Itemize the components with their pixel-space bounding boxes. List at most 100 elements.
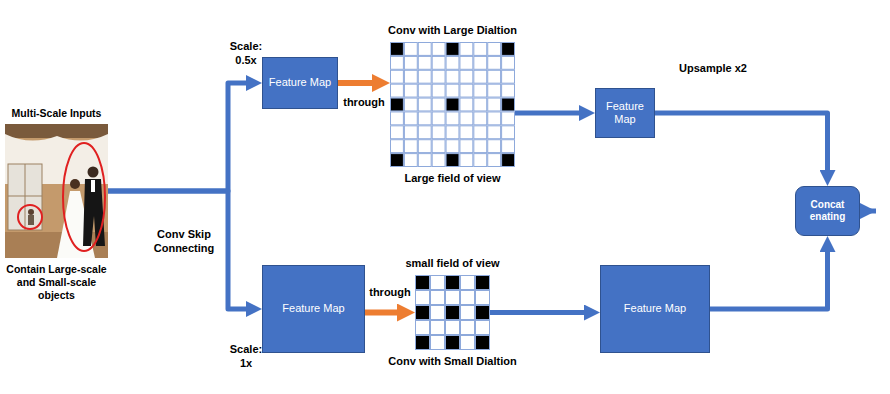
feature-map-box: Feature Map — [262, 57, 338, 109]
kernel-cell — [476, 321, 490, 335]
feature-map-box: Feature Map — [595, 88, 655, 138]
large-object-ring — [63, 143, 105, 251]
kernel-cell — [461, 336, 475, 350]
kernel-cell — [474, 140, 487, 153]
input-heading: Multi-Scale Inputs — [2, 107, 111, 120]
kernel-cell — [416, 321, 430, 335]
kernel-cell — [502, 70, 515, 83]
kernel-cell — [460, 84, 473, 97]
kernel-cell — [404, 140, 417, 153]
kernel-cell — [488, 56, 501, 69]
kernel-cell — [461, 306, 475, 320]
kernel-active-cell — [446, 306, 460, 320]
kernel-cell — [474, 154, 487, 167]
arrow-head — [252, 83, 262, 84]
kernel-cell — [418, 43, 431, 56]
small-dilation-kernel: small field of viewConv with Small Dialt… — [415, 275, 490, 350]
kernel-cell — [502, 126, 515, 139]
kernel-cell — [474, 126, 487, 139]
kernel-active-cell — [416, 306, 430, 320]
kernel-active-cell — [446, 98, 459, 111]
kernel-cell — [488, 98, 501, 111]
kernel-cell — [474, 84, 487, 97]
flow-connector — [108, 83, 252, 191]
kernel-cell — [446, 291, 460, 305]
kernel-cell — [432, 126, 445, 139]
kernel-cell — [404, 43, 417, 56]
kernel-cell — [461, 321, 475, 335]
kernel-cell — [391, 112, 404, 125]
box-text: Feature Map — [269, 76, 331, 89]
edge-label: through — [337, 96, 391, 108]
flow-connector — [710, 246, 828, 309]
kernel-active-cell — [476, 276, 490, 290]
kernel-cell — [460, 140, 473, 153]
kernel-cell — [446, 140, 459, 153]
photo-ceiling — [5, 124, 108, 138]
photo-window-frame — [8, 196, 42, 197]
arrow-head — [252, 309, 262, 310]
box-text: Concat enating — [800, 199, 855, 223]
kernel-active-cell — [502, 43, 515, 56]
kernel-cell — [416, 291, 430, 305]
kernel-cell — [404, 126, 417, 139]
kernel-cell — [488, 140, 501, 153]
kernel-cell — [488, 154, 501, 167]
kernel-cell — [432, 154, 445, 167]
kernel-active-cell — [502, 98, 515, 111]
kernel-heading: small field of view — [388, 257, 518, 271]
kernel-active-cell — [476, 306, 490, 320]
kernel-cell — [418, 98, 431, 111]
kernel-cell — [502, 84, 515, 97]
flow-connector — [108, 191, 252, 309]
kernel-cell — [460, 70, 473, 83]
arrow-head — [405, 312, 415, 313]
kernel-active-cell — [446, 154, 459, 167]
kernel-cell — [488, 126, 501, 139]
kernel-cell — [460, 56, 473, 69]
kernel-active-cell — [446, 336, 460, 350]
input-photo — [5, 124, 108, 258]
flow-connector — [338, 80, 380, 86]
kernel-cell — [474, 98, 487, 111]
kernel-cell — [488, 43, 501, 56]
input-image: Multi-Scale InputsContain Large-scale an… — [5, 124, 108, 258]
kernel-cell — [431, 291, 445, 305]
box-text: Feature Map — [600, 100, 650, 126]
kernel-cell — [488, 70, 501, 83]
kernel-cell — [432, 43, 445, 56]
kernel-cell — [432, 98, 445, 111]
kernel-active-cell — [391, 98, 404, 111]
skip-label: Conv Skip Connecting — [146, 228, 222, 256]
arrow-head — [827, 236, 828, 246]
kernel-cell — [404, 84, 417, 97]
kernel-active-cell — [502, 154, 515, 167]
kernel-cell — [404, 154, 417, 167]
kernel-cell — [432, 84, 445, 97]
kernel-cell — [476, 291, 490, 305]
kernel-cell — [418, 112, 431, 125]
kernel-cell — [502, 112, 515, 125]
large-dilation-kernel: Conv with Large DialtionLarge field of v… — [390, 42, 515, 167]
kernel-cell — [418, 154, 431, 167]
kernel-cell — [431, 276, 445, 290]
photo-ground — [5, 124, 108, 258]
kernel-cell — [461, 276, 475, 290]
flow-connector — [655, 113, 828, 176]
kernel-cell — [460, 112, 473, 125]
kernel-cell — [391, 70, 404, 83]
photo-groom-shirt — [91, 180, 95, 192]
kernel-cell — [461, 291, 475, 305]
kernel-cell — [460, 154, 473, 167]
kernel-active-cell — [446, 276, 460, 290]
scale-label: Scale: 0.5x — [226, 40, 266, 68]
kernel-cell — [432, 112, 445, 125]
kernel-cell — [488, 84, 501, 97]
photo-groom-head — [88, 167, 99, 178]
kernel-cell — [446, 321, 460, 335]
kernel-cell — [460, 98, 473, 111]
scale-label: Scale: 1x — [226, 343, 266, 371]
box-text: Feature Map — [282, 302, 344, 315]
kernel-cell — [404, 98, 417, 111]
